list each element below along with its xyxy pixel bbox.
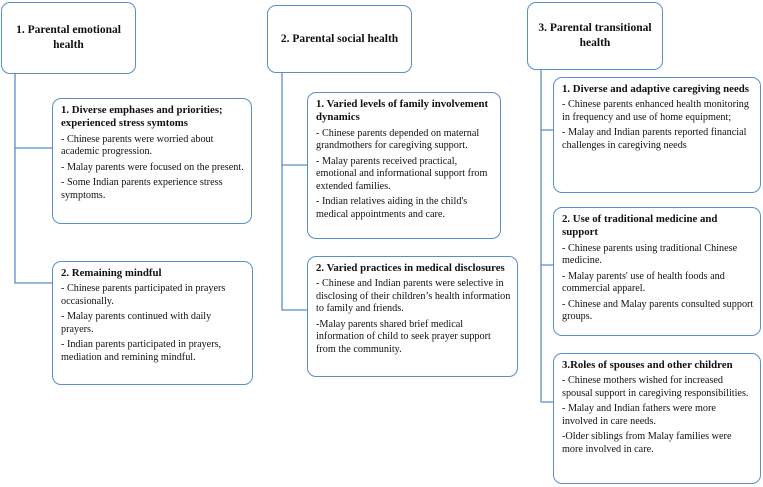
subtheme-item: -Older siblings from Malay families were… <box>562 431 732 455</box>
connector-col2-b <box>281 165 307 311</box>
connector-col1 <box>14 73 52 149</box>
connector-col3-c <box>540 265 553 403</box>
subtheme-title: 2. Remaining mindful <box>61 267 162 279</box>
theme-header-transitional: 3. Parental transitional health <box>527 2 663 70</box>
subtheme-item: - Chinese and Malay parents consulted su… <box>562 298 754 323</box>
subtheme-title: 3.Roles of spouses and other children <box>562 359 733 371</box>
subtheme-item: - Chinese mothers wished for increased s… <box>562 375 749 399</box>
subtheme-item: - Malay parents were focused on the pres… <box>61 161 244 173</box>
subtheme-box: 1. Varied levels of family involvement d… <box>307 92 501 239</box>
connector-col2 <box>281 72 307 166</box>
subtheme-item: -Malay parents shared brief medical info… <box>316 318 491 355</box>
theme-header-label: 3. Parental transitional health <box>538 22 652 49</box>
theme-header-label: 1. Parental emotional health <box>16 24 121 51</box>
subtheme-title: 1. Diverse emphases and priorities; expe… <box>61 104 223 130</box>
subtheme-box: 1. Diverse and adaptive caregiving needs… <box>553 77 761 193</box>
subtheme-item: - Chinese parents were worried about aca… <box>61 133 214 158</box>
connector-col3-b <box>540 130 553 266</box>
subtheme-title: 2. Use of traditional medicine and suppo… <box>562 213 718 239</box>
subtheme-title: 2. Varied practices in medical disclosur… <box>316 262 505 274</box>
subtheme-item: - Chinese parents using traditional Chin… <box>562 242 738 267</box>
subtheme-item: - Chinese parents depended on maternal g… <box>316 127 480 152</box>
theme-header-social: 2. Parental social health <box>267 5 412 73</box>
subtheme-item: - Chinese parents enhanced health monito… <box>562 99 749 123</box>
subtheme-box: 2. Varied practices in medical disclosur… <box>307 256 518 377</box>
subtheme-item: - Malay parents' use of health foods and… <box>562 270 725 295</box>
subtheme-item: - Chinese and Indian parents were select… <box>316 278 511 315</box>
subtheme-box: 2. Use of traditional medicine and suppo… <box>553 207 761 336</box>
subtheme-item: - Indian relatives aiding in the child's… <box>316 196 468 220</box>
subtheme-box: 1. Diverse emphases and priorities; expe… <box>52 98 252 224</box>
connector-col1-b <box>14 148 52 284</box>
theme-header-label: 2. Parental social health <box>280 32 399 45</box>
subtheme-title: 1. Varied levels of family involvement d… <box>316 98 489 124</box>
subtheme-item: - Malay and Indian parents reported fina… <box>562 127 747 151</box>
subtheme-title: 1. Diverse and adaptive caregiving needs <box>562 83 749 95</box>
subtheme-box: 3.Roles of spouses and other children - … <box>553 353 761 484</box>
subtheme-item: - Malay parents continued with daily pra… <box>61 311 212 335</box>
subtheme-item: - Malay and Indian fathers were more inv… <box>562 403 716 427</box>
theme-header-emotional: 1. Parental emotional health <box>1 2 136 74</box>
subtheme-item: - Indian parents participated in prayers… <box>61 339 222 363</box>
subtheme-box: 2. Remaining mindful - Chinese parents p… <box>52 261 253 385</box>
subtheme-item: - Some Indian parents experience stress … <box>61 177 223 201</box>
connector-col3 <box>540 69 553 131</box>
subtheme-item: - Chinese parents participated in prayer… <box>61 283 226 307</box>
subtheme-item: - Malay parents received practical, emot… <box>316 155 488 192</box>
